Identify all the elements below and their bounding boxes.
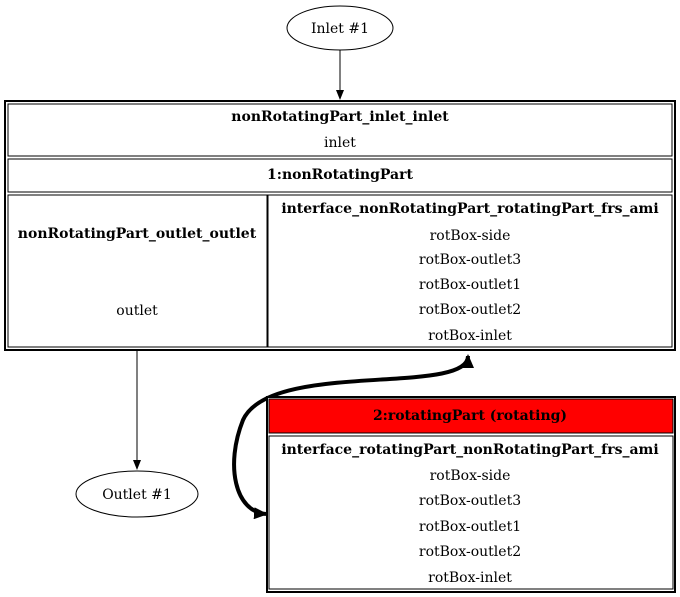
- region1-title-cell: [7, 158, 673, 193]
- region2-table: 2:rotatingPart (rotating) interface_rota…: [266, 396, 676, 593]
- region1-interface-patch: rotBox-outlet1: [419, 277, 521, 293]
- region1-outlet-patch-label: outlet: [116, 303, 158, 319]
- region2-interface-name: interface_rotatingPart_nonRotatingPart_f…: [281, 442, 658, 458]
- outlet-node: Outlet #1: [75, 470, 199, 518]
- interface-connection-edge: [232, 354, 474, 520]
- region1-title: 1:nonRotatingPart: [267, 167, 413, 183]
- region2-interface-patch: rotBox-outlet1: [419, 519, 521, 535]
- inlet-node: Inlet #1: [286, 5, 394, 51]
- inlet-label: Inlet #1: [311, 21, 369, 37]
- region1-outlet-cell: [7, 194, 268, 348]
- region1-interface-name: interface_nonRotatingPart_rotatingPart_f…: [281, 201, 658, 217]
- region1-inlet-patch-label: inlet: [324, 135, 356, 151]
- region2-interface-patch: rotBox-side: [430, 468, 511, 484]
- region2-interface-patch: rotBox-inlet: [428, 570, 512, 586]
- region1-interface-patch: rotBox-side: [430, 228, 511, 244]
- region2-title-cell: [268, 398, 674, 434]
- outlet-label: Outlet #1: [102, 487, 172, 503]
- region2-title: 2:rotatingPart (rotating): [373, 408, 567, 424]
- region1-inlet-patch-name: nonRotatingPart_inlet_inlet: [231, 109, 449, 125]
- region2-interface-patch: rotBox-outlet2: [419, 544, 521, 560]
- region1-table: nonRotatingPart_inlet_inlet inlet 1:nonR…: [4, 100, 676, 351]
- region1-border: [4, 100, 676, 351]
- region1-interface-patch: rotBox-outlet3: [419, 252, 521, 268]
- region1-interface-cell: [267, 194, 673, 348]
- region1-outlet-patch-name: nonRotatingPart_outlet_outlet: [18, 226, 257, 242]
- outlet-ellipse: [75, 470, 199, 518]
- region1-interface-patch: rotBox-inlet: [428, 328, 512, 344]
- region2-interface-cell: [268, 435, 674, 590]
- region2-interface-patch: rotBox-outlet3: [419, 493, 521, 509]
- region1-inlet-cell: [7, 103, 673, 157]
- region1-interface-patch: rotBox-outlet2: [419, 302, 521, 318]
